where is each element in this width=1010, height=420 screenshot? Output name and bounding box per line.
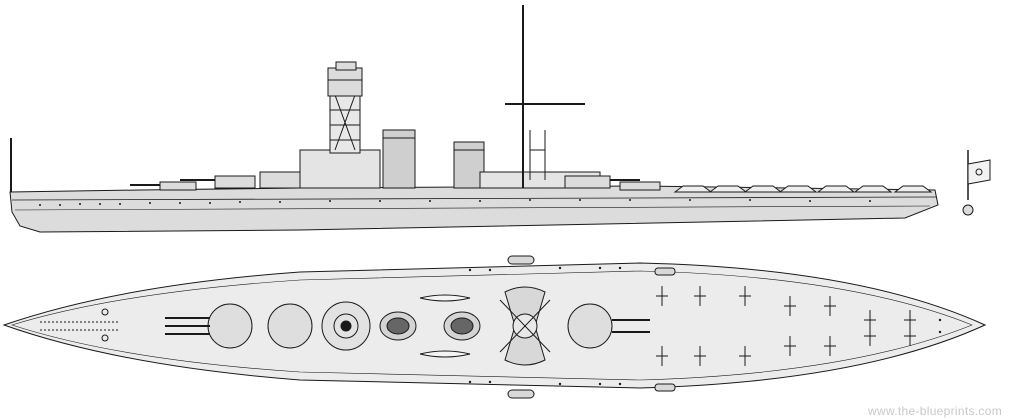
- side-boat-2: [507, 389, 535, 399]
- boat-starboard: [419, 350, 471, 358]
- ensign-flag-icon: [967, 159, 991, 185]
- side-boat-3: [654, 267, 676, 276]
- side-boat-4: [654, 383, 676, 392]
- deck-fittings: [468, 266, 942, 386]
- bridge-base: [299, 149, 381, 189]
- turret-e: [619, 181, 661, 191]
- turret-d: [564, 175, 611, 189]
- turret-d-plan: [567, 303, 613, 349]
- top-plan-view: [2, 255, 987, 399]
- turret-a: [159, 181, 197, 191]
- boat-port: [419, 294, 471, 302]
- turret-b-plan: [267, 303, 313, 349]
- fire-control-top: [327, 67, 363, 97]
- crane-plan: [499, 286, 551, 366]
- seaplanes-plan: [656, 286, 916, 366]
- anchor-chains: [40, 308, 120, 342]
- pagoda-mast: [329, 94, 361, 154]
- seaplanes-profile: [673, 185, 933, 193]
- portholes: [39, 199, 871, 206]
- side-boat-1: [507, 255, 535, 265]
- funnel-forward: [382, 129, 416, 189]
- deck-outline: [2, 262, 987, 389]
- watermark: www.the-blueprints.com: [868, 404, 1002, 418]
- turret-b: [214, 175, 256, 189]
- turret-a-plan: [207, 303, 253, 349]
- hull-side: [9, 185, 939, 233]
- side-profile-view: [9, 5, 991, 233]
